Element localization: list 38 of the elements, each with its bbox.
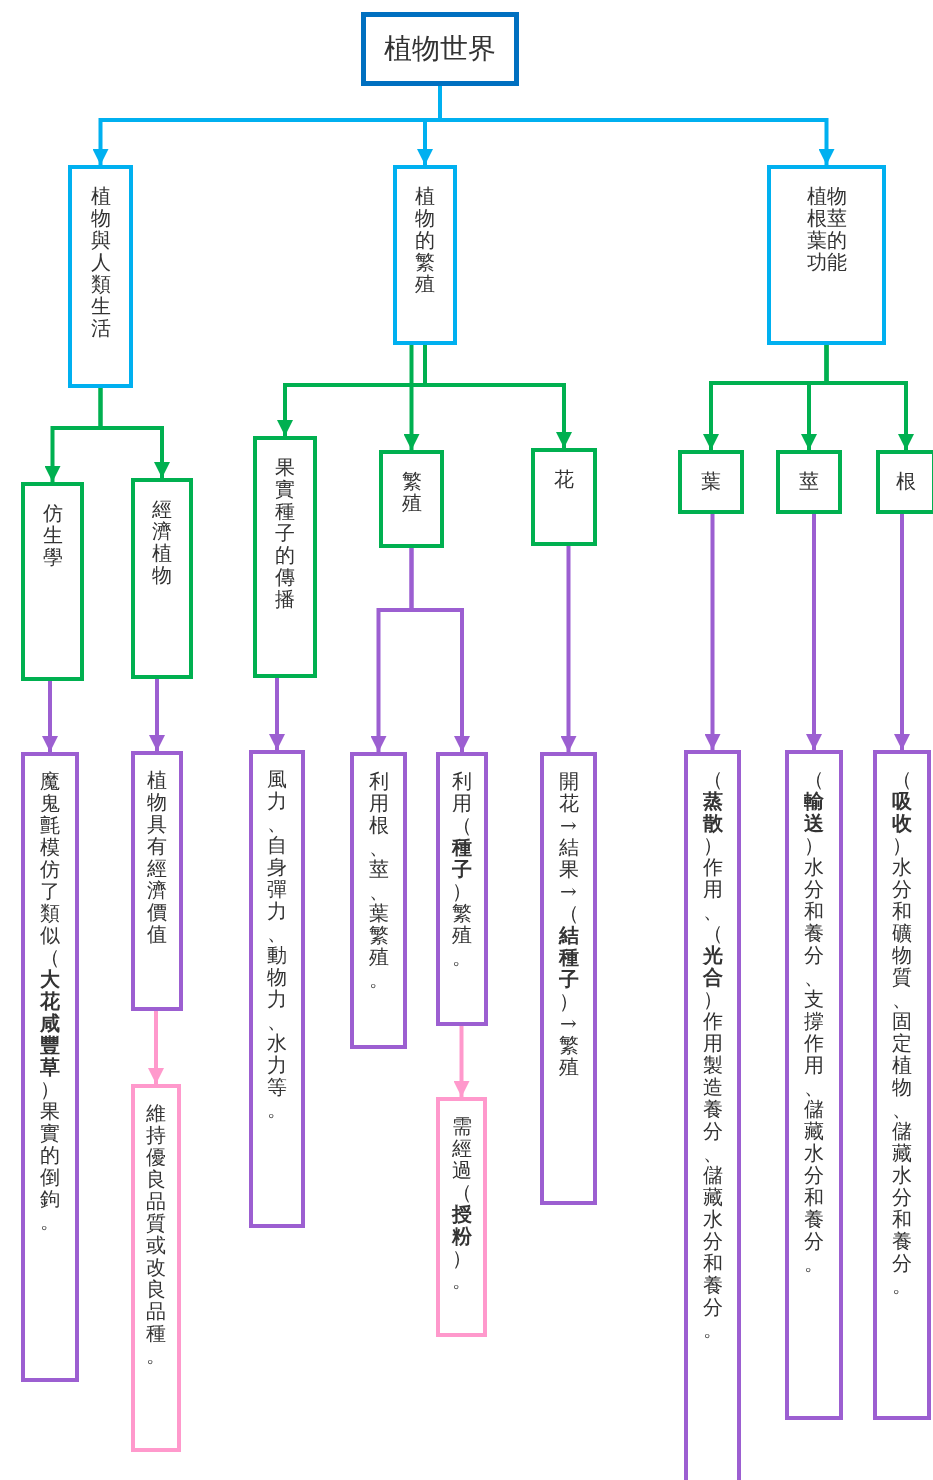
concept-box: （輸送）水分和養分、支撐作用、儲藏水分和養分。	[785, 750, 843, 1420]
concept-box: （蒸散）作用、（光合）作用製造養分、儲藏水分和養分。	[684, 750, 741, 1480]
arrow	[403, 345, 420, 450]
concept-box: 果實種子的傳播	[253, 436, 317, 678]
arrow	[269, 678, 285, 750]
concept-box: 魔鬼氈模仿了類似（大花咸豐草）果實的倒鉤。	[21, 752, 79, 1382]
concept-box: 風力、自身彈力、動物力、水力等。	[249, 750, 305, 1228]
concept-box: 繁殖	[379, 450, 444, 548]
arrow	[824, 345, 914, 450]
concept-box: （吸收）水分和礦物質、固定植物、儲藏水分和養分。	[873, 750, 931, 1420]
concept-box: 開花→結果→（結種子）→繁殖	[540, 752, 597, 1205]
arrow	[423, 345, 572, 448]
arrow	[894, 514, 910, 750]
concept-box: 葉	[678, 450, 744, 514]
arrow	[560, 546, 577, 752]
concept-box: 植物的繁殖	[393, 165, 457, 345]
concept-box: 花	[531, 448, 597, 546]
concept-box: 利用（種子）繁殖。	[436, 752, 488, 1026]
arrow	[806, 514, 822, 750]
concept-box: 植物具有經濟價值	[131, 751, 183, 1011]
arrow	[148, 1011, 164, 1084]
arrow	[409, 548, 470, 752]
concept-box: 需經過（授粉）。	[436, 1097, 487, 1337]
arrow	[42, 681, 58, 752]
concept-box: 仿生學	[21, 482, 84, 681]
arrow	[98, 388, 170, 478]
concept-box: 經濟植物	[131, 478, 193, 679]
title-box: 植物世界	[361, 12, 519, 86]
concept-box: 根	[876, 450, 933, 514]
concept-box: 維持優良品質或改良品種。	[131, 1084, 181, 1452]
arrow	[149, 679, 165, 751]
concept-box: 植物根莖葉的功能	[767, 165, 886, 345]
arrow	[438, 86, 835, 165]
arrow	[704, 514, 721, 750]
concept-box: 植物與人類生活	[68, 165, 133, 388]
concept-box: 利用根、莖、葉繁殖。	[350, 752, 407, 1049]
concept-box: 莖	[776, 450, 842, 514]
arrow	[453, 1026, 470, 1097]
